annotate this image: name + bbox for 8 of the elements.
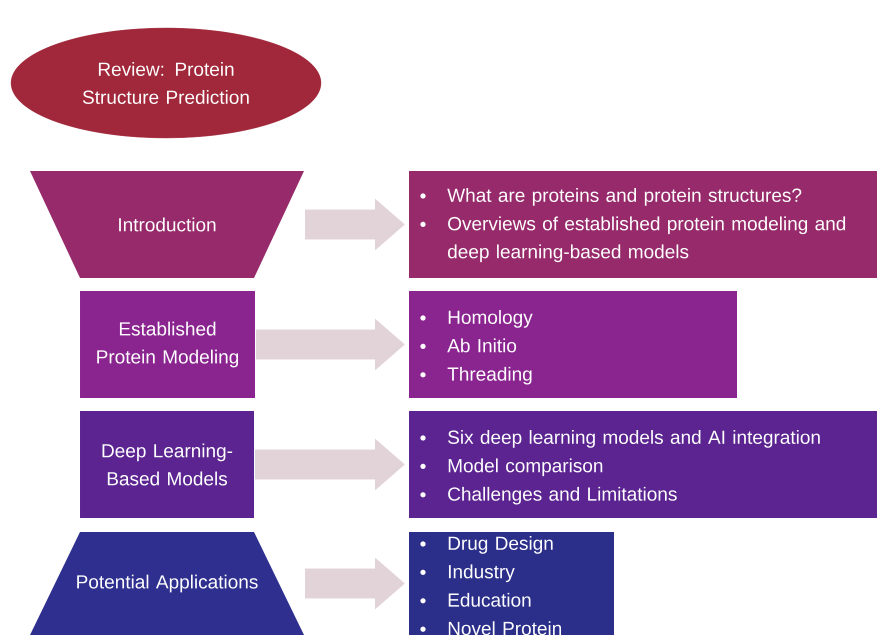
bullet-list-box: Homology Ab Initio Threading bbox=[409, 291, 737, 398]
section-box: Established Protein Modeling bbox=[80, 291, 255, 398]
bullet-list-box: Six deep learning models and AI integration Model comparison Challenges and Limitations bbox=[409, 411, 877, 518]
bullet-list-box: What are proteins and protein structures? Overviews of established protein modeling and deep learning-based models bbox=[409, 171, 877, 278]
section-trapezoid: Potential Applications bbox=[30, 532, 304, 635]
section-trapezoid: Introduction bbox=[30, 171, 304, 278]
bullet-list-box: Drug Design Industry Education Novel Protein bbox=[409, 532, 614, 635]
section-box: Deep Learning-Based Models bbox=[80, 411, 254, 518]
